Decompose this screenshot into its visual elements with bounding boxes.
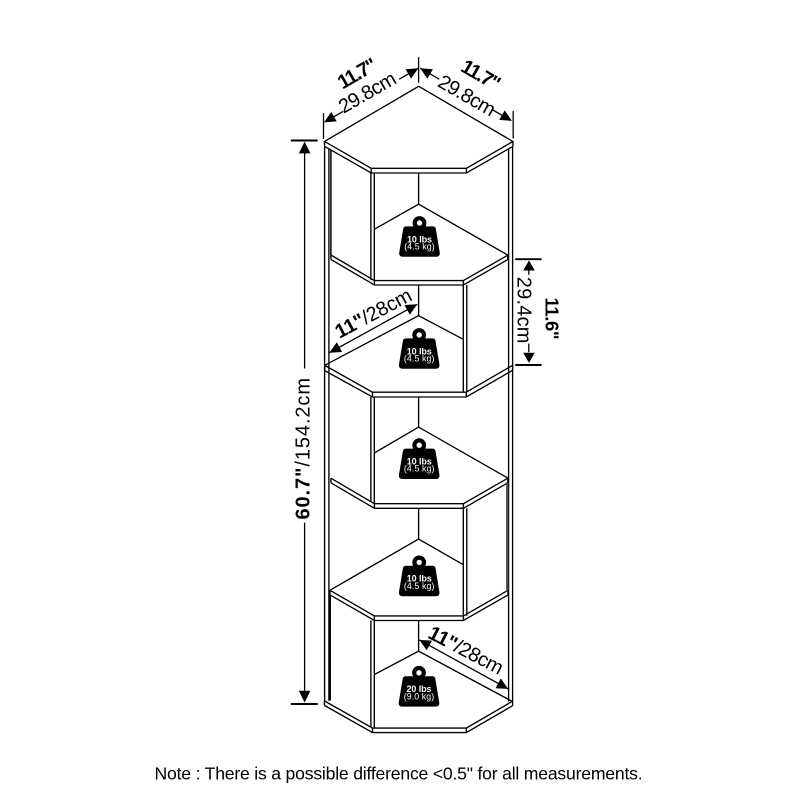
svg-text:(4.5 kg): (4.5 kg) (404, 581, 435, 591)
svg-text:10 lbs: 10 lbs (407, 234, 432, 244)
svg-text:29.4cm: 29.4cm (513, 277, 535, 344)
svg-text:(4.5 kg): (4.5 kg) (404, 242, 435, 252)
svg-text:60.7"/154.2cm: 60.7"/154.2cm (292, 377, 314, 519)
svg-text:11"/28cm: 11"/28cm (332, 285, 416, 344)
svg-text:(4.5 kg): (4.5 kg) (404, 464, 435, 474)
svg-text:10 lbs: 10 lbs (407, 457, 432, 467)
svg-text:11.6": 11.6" (542, 298, 563, 340)
svg-text:(9.0 kg): (9.0 kg) (404, 691, 435, 701)
svg-text:11"/28cm: 11"/28cm (424, 622, 506, 679)
svg-text:10 lbs: 10 lbs (407, 574, 432, 584)
svg-text:Note : There is a possible dif: Note : There is a possible difference <0… (155, 764, 643, 784)
svg-text:(4.5 kg): (4.5 kg) (404, 354, 435, 364)
svg-text:20 lbs: 20 lbs (407, 684, 432, 694)
svg-text:10 lbs: 10 lbs (407, 346, 432, 356)
